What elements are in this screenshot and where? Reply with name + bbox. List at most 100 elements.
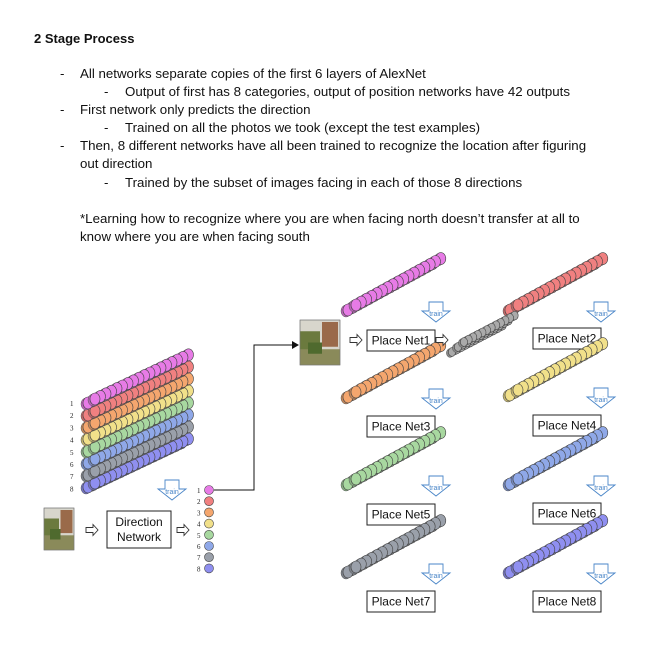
place-net-1-layers	[340, 252, 447, 318]
place-net-3-box	[366, 415, 436, 438]
arrow-to-output-icon	[176, 523, 190, 537]
place-net-8-train-arrow: train	[585, 563, 617, 585]
sub-bullet-dash: -	[104, 120, 109, 135]
bullet-dash: -	[60, 66, 65, 81]
train-arrow-icon	[585, 301, 617, 323]
place-net-8-neuron	[512, 560, 524, 574]
train-arrow-icon	[420, 563, 452, 585]
input-photo-place	[299, 319, 341, 366]
layer-number: 4	[70, 437, 74, 445]
place-net-7-layers	[340, 514, 447, 580]
place-net-2-neuron	[512, 298, 524, 312]
direction-network-layers	[80, 348, 194, 495]
direction-network-box	[106, 510, 172, 549]
place-net-4: Place Net4	[532, 414, 602, 437]
photo-frame	[43, 507, 75, 551]
place-net-5-layers	[340, 426, 447, 492]
place-net-6-layers	[502, 426, 609, 492]
layer-number: 1	[70, 400, 74, 408]
place-net-2: Place Net2	[532, 327, 602, 350]
place-net-8-label: Place Net8	[538, 595, 597, 609]
direction-layer-1-neuron	[89, 392, 101, 406]
train-label: train	[594, 311, 608, 318]
output-number: 2	[197, 498, 201, 506]
direction-output-neuron	[204, 496, 214, 507]
photo-building	[322, 322, 338, 347]
train-arrow-icon	[585, 387, 617, 409]
place-net-5: Place Net5	[366, 503, 436, 526]
input-photo-direction	[43, 507, 75, 551]
bullet-1: All networks separate copies of the firs…	[80, 66, 426, 81]
layer-number: 6	[70, 461, 74, 469]
place-net-1-box	[366, 329, 436, 352]
place-net-3: Place Net3	[366, 415, 436, 438]
direction-output-neuron	[204, 485, 214, 495]
train-arrow-icon	[420, 475, 452, 497]
train-label: train	[429, 398, 443, 405]
place-net-4-train-arrow: train	[585, 387, 617, 409]
train-label: train	[429, 573, 443, 580]
place-net-3-label: Place Net3	[372, 420, 431, 434]
place-net-4-label: Place Net4	[538, 419, 597, 433]
place-net-1-label: Place Net1	[372, 334, 431, 348]
bullet-3-line2: out direction	[80, 156, 153, 171]
place-net-7-neuron	[350, 560, 362, 574]
note-line2: know where you are when facing south	[80, 229, 310, 244]
sub-bullet-3: Trained by the subset of images facing i…	[125, 175, 523, 190]
output-number: 4	[197, 521, 201, 529]
place-net-6-neuron	[512, 472, 524, 486]
layer-number: 8	[70, 485, 74, 493]
train-arrow-icon	[420, 301, 452, 323]
place-net-1-neuron	[350, 298, 362, 312]
direction-network-label: Direction	[115, 515, 162, 529]
train-arrow-icon	[420, 388, 452, 410]
place-net-7-label: Place Net7	[372, 595, 431, 609]
direction-output-neuron	[204, 563, 214, 574]
bullet-2: First network only predicts the directio…	[80, 102, 311, 117]
place-net-1-output-neuron	[460, 337, 468, 347]
sub-bullet-1: Output of first has 8 categories, output…	[125, 84, 570, 99]
place-net-4-box	[532, 414, 602, 437]
note-line1: *Learning how to recognize where you are…	[80, 211, 580, 226]
place-net-6-box	[532, 502, 602, 525]
sub-bullet-dash: -	[104, 84, 109, 99]
place-net-3-layers	[340, 339, 447, 405]
routing-arrowhead-icon	[292, 341, 299, 349]
bullet-3-line1: Then, 8 different networks have all been…	[80, 138, 587, 153]
output-number: 1	[197, 487, 201, 495]
page-title: 2 Stage Process	[34, 31, 135, 46]
sub-bullet-dash: -	[104, 175, 109, 190]
arrow-to-direction-icon	[85, 523, 99, 537]
train-label: train	[165, 489, 179, 496]
photo-building	[60, 510, 73, 534]
place-net-2-layers	[502, 252, 609, 318]
place-net-3-train-arrow: train	[420, 388, 452, 410]
routing-line	[214, 344, 296, 491]
place-net-5-label: Place Net5	[372, 508, 431, 522]
place-net-5-train-arrow: train	[420, 475, 452, 497]
place-net-4-layers	[502, 337, 609, 403]
place-net-6-label: Place Net6	[538, 507, 597, 521]
direction-output-neuron	[204, 529, 214, 540]
sub-bullet-2: Trained on all the photos we took (excep…	[125, 120, 481, 135]
place-net-7: Place Net7	[366, 590, 436, 613]
place-net-2-train-arrow: train	[585, 301, 617, 323]
train-arrow-icon	[156, 479, 188, 501]
layer-number: 5	[70, 449, 74, 457]
arrow-to-placenet1-output-icon	[435, 333, 449, 347]
place-net-7-box	[366, 590, 436, 613]
place-net-1-output	[446, 310, 519, 358]
bullet-dash: -	[60, 102, 65, 117]
train-label: train	[594, 485, 608, 492]
train-arrow-icon	[585, 475, 617, 497]
train-label: train	[429, 311, 443, 318]
place-net-6-train-arrow: train	[585, 475, 617, 497]
arrow-to-placenet1-icon	[349, 333, 363, 347]
bullet-dash: -	[60, 138, 65, 153]
photo-bush	[50, 529, 61, 540]
place-net-4-neuron	[512, 383, 524, 397]
direction-train-arrow: train	[156, 479, 188, 501]
layer-number: 2	[70, 412, 74, 420]
